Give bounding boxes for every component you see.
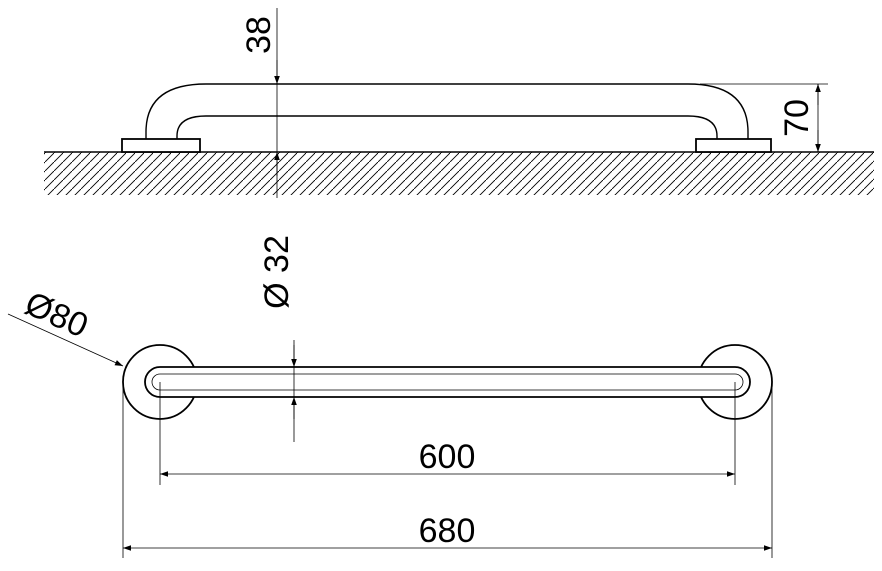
right-flange-side [695, 138, 772, 153]
side-bar-inner-contour [176, 115, 718, 139]
bar-diameter-label: Ø 32 [258, 235, 296, 309]
flange-diameter-leader [7, 313, 124, 367]
top-view: Ø 32 Ø80 600 680 [7, 235, 773, 558]
wall-hatch [44, 152, 874, 195]
height-dimension-label: 70 [778, 99, 816, 137]
bar-top [144, 366, 751, 398]
bar-top-inner-line [151, 373, 744, 391]
overall-length-label: 680 [419, 512, 476, 550]
thickness-dimension-label: 38 [240, 16, 278, 54]
side-bar-outer-contour [145, 83, 749, 139]
left-flange-side [121, 138, 201, 153]
side-view: 38 70 [44, 8, 874, 198]
center-distance-label: 600 [419, 438, 476, 476]
